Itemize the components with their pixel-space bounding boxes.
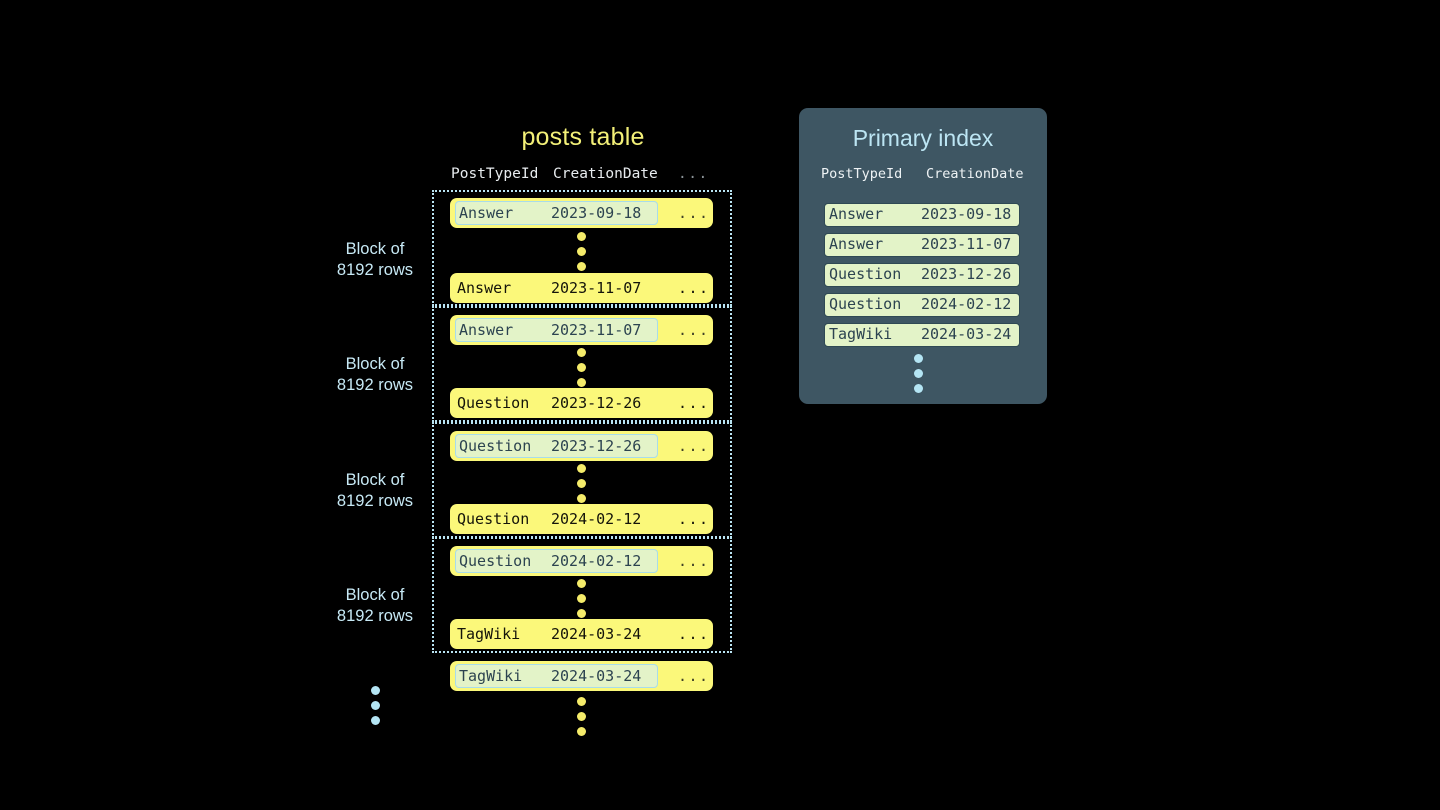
cell-more-icon: ... xyxy=(678,321,710,339)
index-row[interactable]: Answer 2023-09-18 xyxy=(824,203,1020,227)
cell-more-icon: ... xyxy=(678,394,710,412)
cell-posttypeid: Question xyxy=(829,265,902,283)
cell-creationdate: 2024-03-24 xyxy=(921,325,1012,343)
column-header-creationdate: CreationDate xyxy=(553,166,658,182)
block-outline-2 xyxy=(432,306,732,422)
row-cells: Question 2023-12-26 ... xyxy=(450,431,713,461)
row-highlight-chip xyxy=(455,318,658,342)
index-row[interactable]: TagWiki 2024-03-24 xyxy=(824,323,1020,347)
cell-creationdate: 2024-02-12 xyxy=(551,552,642,570)
cell-more-icon: ... xyxy=(678,667,710,685)
cell-creationdate: 2024-03-24 xyxy=(551,625,642,643)
posts-table-column-headers: PostTypeId CreationDate ... xyxy=(450,166,713,186)
primary-index-title: Primary index xyxy=(852,125,994,151)
cell-more-icon: ... xyxy=(678,437,710,455)
column-header-creationdate: CreationDate xyxy=(926,166,1024,182)
cell-posttypeid: TagWiki xyxy=(459,667,523,685)
block-label-1-line1: Block of xyxy=(345,240,405,258)
row-cells: Answer 2023-11-07 ... xyxy=(450,273,713,303)
table-row[interactable]: Question 2024-02-12 ... xyxy=(450,504,713,534)
row-ellipsis-vertical-icon xyxy=(577,348,587,393)
row-ellipsis-vertical-icon xyxy=(577,579,587,624)
row-cells: Answer 2023-11-07 ... xyxy=(450,315,713,345)
cell-creationdate: 2023-12-26 xyxy=(921,265,1012,283)
table-row-trailing[interactable]: TagWiki 2024-03-24 ... xyxy=(450,661,713,691)
block-label-2-line2: 8192 rows xyxy=(336,376,414,394)
table-row[interactable]: Question 2023-12-26 ... xyxy=(450,431,713,461)
table-row[interactable]: Question 2023-12-26 ... xyxy=(450,388,713,418)
column-header-more-icon: ... xyxy=(678,166,709,182)
cell-posttypeid: Answer xyxy=(459,204,514,222)
index-row[interactable]: Question 2023-12-26 xyxy=(824,263,1020,287)
cell-posttypeid: Question xyxy=(829,295,902,313)
block-outline-4 xyxy=(432,537,732,653)
cell-posttypeid: TagWiki xyxy=(457,625,521,643)
cell-posttypeid: Question xyxy=(459,437,532,455)
row-cells: Question 2023-12-26 ... xyxy=(450,388,713,418)
cell-posttypeid: Answer xyxy=(457,279,512,297)
posts-table-title: posts table xyxy=(521,123,645,151)
table-ellipsis-vertical-icon xyxy=(577,697,587,742)
row-highlight-chip xyxy=(455,201,658,225)
block-label-1-line2: 8192 rows xyxy=(336,261,414,279)
cell-posttypeid: Question xyxy=(457,510,530,528)
row-cells: Question 2024-02-12 ... xyxy=(450,546,713,576)
index-row[interactable]: Answer 2023-11-07 xyxy=(824,233,1020,257)
row-highlight-chip xyxy=(455,434,658,458)
index-row[interactable]: Question 2024-02-12 xyxy=(824,293,1020,317)
cell-posttypeid: Answer xyxy=(829,205,884,223)
cell-posttypeid: Answer xyxy=(829,235,884,253)
cell-creationdate: 2024-03-24 xyxy=(551,667,642,685)
posts-table-group: posts table PostTypeId CreationDate ... … xyxy=(300,123,732,742)
cell-more-icon: ... xyxy=(678,552,710,570)
cell-more-icon: ... xyxy=(678,279,710,297)
row-cells: Question 2024-02-12 ... xyxy=(450,504,713,534)
column-header-posttypeid: PostTypeId xyxy=(821,166,903,182)
row-highlight-chip xyxy=(455,664,658,688)
cell-creationdate: 2024-02-12 xyxy=(551,510,642,528)
block-label-2: Block of 8192 rows xyxy=(300,354,450,396)
block-label-3-line2: 8192 rows xyxy=(336,492,414,510)
cell-creationdate: 2023-11-07 xyxy=(551,279,642,297)
blocks-ellipsis-vertical-icon xyxy=(371,686,381,731)
primary-index-column-headers: PostTypeId CreationDate xyxy=(821,166,1029,186)
cell-more-icon: ... xyxy=(678,204,710,222)
cell-more-icon: ... xyxy=(678,625,710,643)
block-label-3-line1: Block of xyxy=(345,471,405,489)
cell-creationdate: 2024-02-12 xyxy=(921,295,1012,313)
cell-posttypeid: Answer xyxy=(459,321,514,339)
block-label-3: Block of 8192 rows xyxy=(300,470,450,512)
block-label-4: Block of 8192 rows xyxy=(300,585,450,627)
table-row[interactable]: TagWiki 2024-03-24 ... xyxy=(450,619,713,649)
cell-creationdate: 2023-09-18 xyxy=(921,205,1012,223)
cell-creationdate: 2023-11-07 xyxy=(921,235,1012,253)
table-row[interactable]: Answer 2023-09-18 ... xyxy=(450,198,713,228)
block-label-2-line1: Block of xyxy=(345,355,405,373)
block-label-1: Block of 8192 rows xyxy=(300,239,450,281)
row-ellipsis-vertical-icon xyxy=(577,232,587,277)
block-label-4-line1: Block of xyxy=(345,586,405,604)
cell-creationdate: 2023-12-26 xyxy=(551,394,642,412)
row-highlight-chip xyxy=(455,549,658,573)
block-label-4-line2: 8192 rows xyxy=(336,607,414,625)
index-ellipsis-vertical-icon xyxy=(914,354,924,399)
cell-creationdate: 2023-11-07 xyxy=(551,321,642,339)
cell-creationdate: 2023-12-26 xyxy=(551,437,642,455)
row-ellipsis-vertical-icon xyxy=(577,464,587,509)
primary-index-panel: Primary index PostTypeId CreationDate An… xyxy=(799,108,1047,404)
cell-posttypeid: Question xyxy=(457,394,530,412)
table-row[interactable]: Answer 2023-11-07 ... xyxy=(450,273,713,303)
cell-posttypeid: TagWiki xyxy=(829,325,893,343)
cell-more-icon: ... xyxy=(678,510,710,528)
row-cells: Answer 2023-09-18 ... xyxy=(450,198,713,228)
cell-creationdate: 2023-09-18 xyxy=(551,204,642,222)
table-row[interactable]: Question 2024-02-12 ... xyxy=(450,546,713,576)
table-row[interactable]: Answer 2023-11-07 ... xyxy=(450,315,713,345)
block-outline-1 xyxy=(432,190,732,306)
cell-posttypeid: Question xyxy=(459,552,532,570)
row-cells: TagWiki 2024-03-24 ... xyxy=(450,619,713,649)
row-cells: TagWiki 2024-03-24 ... xyxy=(450,661,713,691)
column-header-posttypeid: PostTypeId xyxy=(451,166,539,182)
